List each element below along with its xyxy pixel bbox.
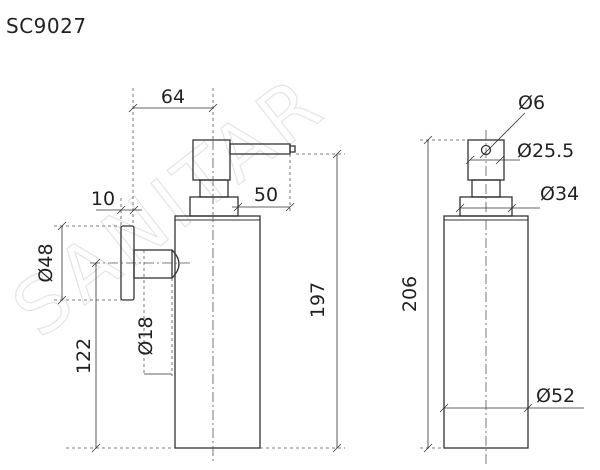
dim-dia6: Ø6 — [479, 92, 545, 159]
dim-dia52-label: Ø52 — [536, 385, 575, 407]
dim-122-label: 122 — [73, 338, 95, 374]
dim-dia34-label: Ø34 — [540, 183, 579, 205]
dim-50: 50 — [232, 154, 295, 214]
dim-dia25-5: Ø25.5 — [465, 140, 574, 165]
dim-197: 197 — [260, 149, 345, 453]
dim-dia18-label: Ø18 — [135, 316, 157, 355]
dim-dia48: Ø48 — [35, 221, 121, 305]
dim-64: 64 — [128, 86, 218, 224]
dim-206: 206 — [399, 135, 468, 453]
dim-dia25-5-label: Ø25.5 — [517, 140, 574, 162]
dim-dia18: Ø18 — [135, 250, 173, 376]
side-view — [90, 139, 296, 464]
dim-10-label: 10 — [91, 188, 115, 210]
side-bracket-ring — [171, 249, 180, 279]
dim-dia6-label: Ø6 — [518, 92, 545, 114]
model-title: SC9027 — [6, 14, 87, 38]
dim-197-label: 197 — [307, 282, 329, 318]
dim-dia52: Ø52 — [439, 385, 584, 413]
side-bracket-arm — [133, 249, 173, 279]
dim-dia48-label: Ø48 — [35, 243, 57, 282]
front-view — [443, 130, 529, 464]
dim-dia34: Ø34 — [455, 183, 579, 213]
dim-50-label: 50 — [254, 184, 278, 206]
side-body — [174, 215, 261, 449]
side-spout-tip — [289, 145, 296, 153]
dim-10: 10 — [91, 188, 142, 226]
dim-64-label: 64 — [161, 86, 185, 108]
dim-206-label: 206 — [399, 276, 421, 312]
side-pump-head — [192, 139, 231, 181]
dim-122: 122 — [66, 258, 175, 453]
